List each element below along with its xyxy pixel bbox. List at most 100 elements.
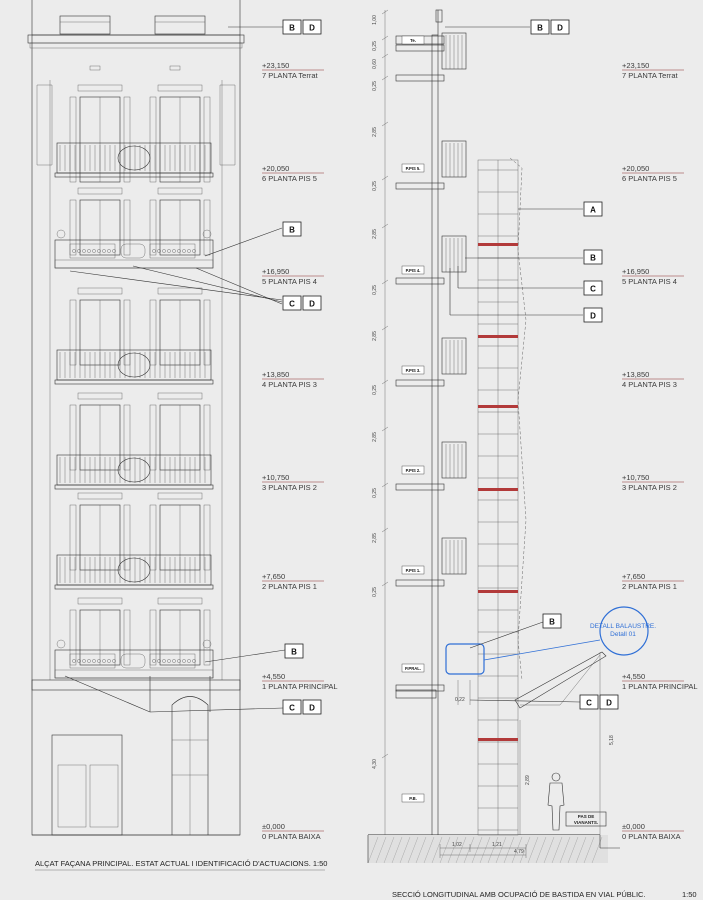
left-level-name-1: 6 PLANTA PIS 5 <box>262 174 317 183</box>
caption-scale: 1:50 <box>682 890 697 899</box>
left-level-value-1: +20,050 <box>262 164 289 173</box>
hdim-3: 4,79 <box>514 849 524 855</box>
floor-labels: Te. P.PIS 5. P.PIS 4. P.PIS 3. P.PIS 2. P.PIS… <box>401 35 425 803</box>
floor-label-3: P.PIS 3. <box>406 368 421 373</box>
tag-d-5: D <box>557 24 563 33</box>
vdim-4: 2,85 <box>372 127 378 137</box>
tag-b-0: B <box>289 24 295 33</box>
left-level-name-0: 7 PLANTA Terrat <box>262 71 318 80</box>
longitudinal-section <box>367 9 649 864</box>
action-tags: B D B C D B C D B D A B C D B C D <box>282 19 619 715</box>
left-level-value-5: +7,650 <box>262 572 285 581</box>
right-level-value-4: +10,750 <box>622 473 649 482</box>
vdim-11: 0,25 <box>372 488 378 498</box>
right-level-name-7: 0 PLANTA BAIXA <box>622 832 681 841</box>
pas-label-2: VIANANTS. <box>574 820 598 825</box>
vdim-14: 4,30 <box>372 759 378 769</box>
left-level-value-3: +13,850 <box>262 370 289 379</box>
right-level-name-5: 2 PLANTA PIS 1 <box>622 582 677 591</box>
floor-label-6: P.PRAL. <box>405 666 421 671</box>
vdim-3: 0,25 <box>372 81 378 91</box>
tag-d-2: D <box>309 300 315 309</box>
tag-b-7: B <box>590 254 596 263</box>
right-level-name-1: 6 PLANTA PIS 5 <box>622 174 677 183</box>
vdim-7: 0,25 <box>372 285 378 295</box>
tag-b-10: B <box>549 618 555 627</box>
vertical-dimensions: 1,00 0,25 0,60 0,25 2,85 0,25 2,85 0,25 2,85 0,25… <box>372 9 389 769</box>
vdim-9: 0,25 <box>372 385 378 395</box>
tag-c-2: C <box>289 300 295 309</box>
left-level-name-4: 3 PLANTA PIS 2 <box>262 483 317 492</box>
left-level-value-6: +4,550 <box>262 672 285 681</box>
right-level-name-6: 1 PLANTA PRINCIPAL <box>622 682 698 691</box>
left-level-value-4: +10,750 <box>262 473 289 482</box>
facade-floors <box>36 65 236 679</box>
floor-label-1: P.PIS 5. <box>406 166 421 171</box>
scaffold-bars <box>478 169 518 831</box>
right-level-value-3: +13,850 <box>622 370 649 379</box>
tag-d-11: D <box>606 699 612 708</box>
tag-b-5: B <box>537 24 543 33</box>
section-floors <box>395 32 467 692</box>
tag-d-4: D <box>309 704 315 713</box>
right-level-name-3: 4 PLANTA PIS 3 <box>622 380 677 389</box>
tag-d-9: D <box>590 312 596 321</box>
right-level-name-2: 5 PLANTA PIS 4 <box>622 277 677 286</box>
tag-a-6: A <box>590 206 596 215</box>
left-level-name-2: 5 PLANTA PIS 4 <box>262 277 317 286</box>
right-level-value-1: +20,050 <box>622 164 649 173</box>
caption-right: SECCIÓ LONGITUDINAL AMB OCUPACIÓ DE BAST… <box>392 890 646 899</box>
left-level-name-5: 2 PLANTA PIS 1 <box>262 582 317 591</box>
floor-label-0: Te. <box>410 38 416 43</box>
tag-c-11: C <box>586 699 592 708</box>
floor-label-7: P.B. <box>409 796 417 801</box>
facade-elevation <box>27 0 245 836</box>
dim-289: 2,89 <box>525 775 531 785</box>
vdim-2: 0,60 <box>372 59 378 69</box>
facade-leaders <box>64 26 286 713</box>
tag-b-3: B <box>291 648 297 657</box>
right-level-value-6: +4,550 <box>622 672 645 681</box>
right-level-name-0: 7 PLANTA Terrat <box>622 71 678 80</box>
left-level-name-6: 1 PLANTA PRINCIPAL <box>262 682 338 691</box>
left-level-value-7: ±0,000 <box>262 822 285 831</box>
left-level-name-7: 0 PLANTA BAIXA <box>262 832 321 841</box>
caption-left: ALÇAT FAÇANA PRINCIPAL. ESTAT ACTUAL I I… <box>35 859 327 868</box>
pedestrian-figure <box>547 772 565 831</box>
tag-b-1: B <box>289 226 295 235</box>
scaffold <box>477 157 527 836</box>
right-level-value-5: +7,650 <box>622 572 645 581</box>
dim-022: 0,22 <box>455 697 465 703</box>
left-level-value-2: +16,950 <box>262 267 289 276</box>
detail-title: DETALL BALAUSTRE. <box>590 623 656 630</box>
hdim-1: 1,02 <box>452 842 462 848</box>
ground-hatch <box>367 836 603 864</box>
floor-label-5: P.PIS 1. <box>406 568 421 573</box>
vdim-13: 0,25 <box>372 587 378 597</box>
pas-label-1: PAS DE <box>578 814 594 819</box>
vdim-12: 2,85 <box>372 533 378 543</box>
tag-c-8: C <box>590 285 596 294</box>
left-level-value-0: +23,150 <box>262 61 289 70</box>
tag-d-0: D <box>309 24 315 33</box>
dim-518: 5,18 <box>609 735 615 745</box>
left-level-name-3: 4 PLANTA PIS 3 <box>262 380 317 389</box>
right-level-name-4: 3 PLANTA PIS 2 <box>622 483 677 492</box>
hdim-2: 1,21 <box>492 842 502 848</box>
vdim-10: 2,85 <box>372 432 378 442</box>
tag-c-4: C <box>289 704 295 713</box>
vdim-5: 0,25 <box>372 181 378 191</box>
vdim-6: 2,85 <box>372 229 378 239</box>
right-level-value-2: +16,950 <box>622 267 649 276</box>
vdim-8: 2,85 <box>372 331 378 341</box>
detail-subtitle: Detall 01 <box>610 631 636 638</box>
floor-label-2: P.PIS 4. <box>406 268 421 273</box>
floor-label-4: P.PIS 2. <box>406 468 421 473</box>
vdim-1: 0,25 <box>372 41 378 51</box>
right-level-value-0: +23,150 <box>622 61 649 70</box>
vdim-0: 1,00 <box>372 15 378 25</box>
right-level-value-7: ±0,000 <box>622 822 645 831</box>
